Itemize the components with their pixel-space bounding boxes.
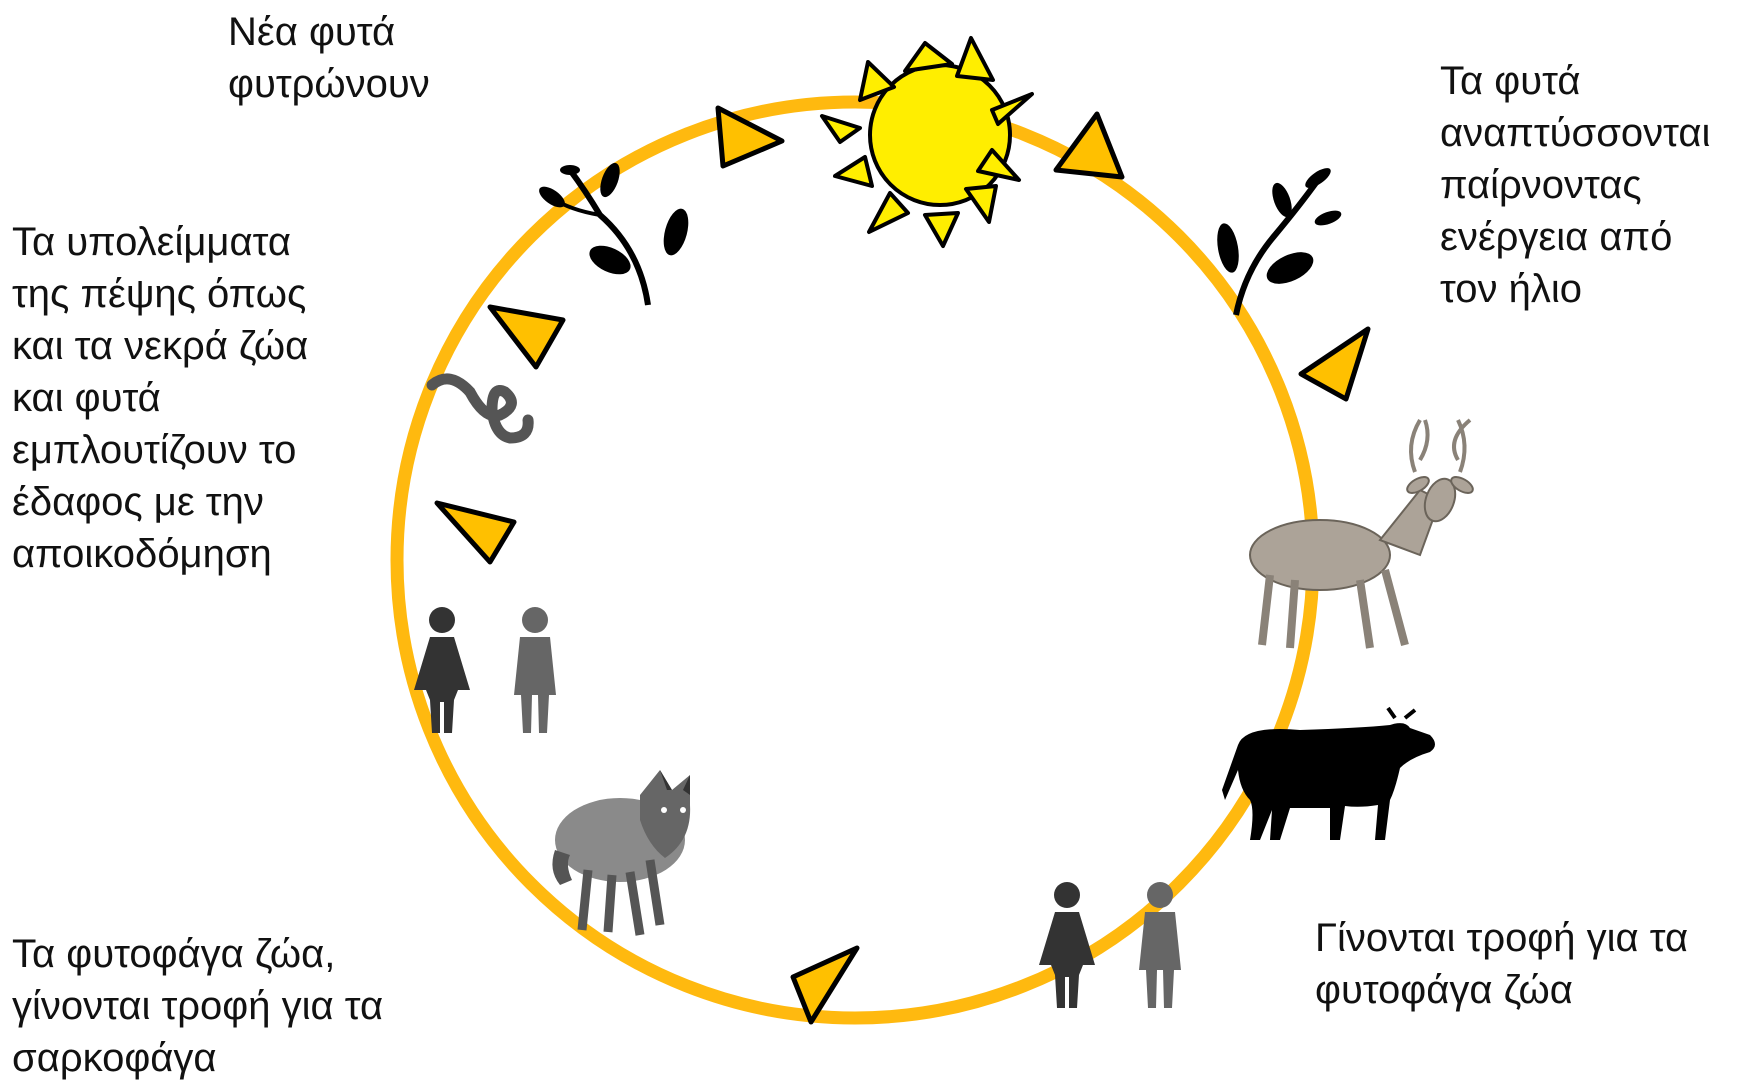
label-new-plants: Νέα φυτά φυτρώνουν — [228, 10, 430, 106]
plant-icon — [539, 162, 689, 306]
label-decomposition: Τα υπολείμματα της πέψης όπως και τα νεκ… — [12, 220, 309, 576]
arrow-icon — [1053, 111, 1125, 180]
arrow-icon — [715, 105, 785, 169]
plant-icon — [1217, 168, 1342, 316]
arrow-icon — [487, 304, 566, 370]
deer-icon — [1249, 418, 1474, 649]
cow-icon — [1222, 706, 1435, 840]
wolf-icon — [552, 770, 691, 936]
worm-icon — [426, 373, 534, 444]
people-icon — [1039, 882, 1181, 1008]
label-food-herbivores: Γίνονται τροφή για τα φυτοφάγα ζώα — [1315, 916, 1689, 1012]
arrow-icon — [790, 945, 860, 1025]
sun-icon — [820, 36, 1034, 248]
label-herbivores-food-carnivores: Τα φυτοφάγα ζώα, γίνονται τροφή για τα σ… — [12, 932, 384, 1080]
label-plants-grow: Τα φυτά αναπτύσσονται παίρνοντας ενέργει… — [1440, 59, 1711, 311]
arrow-icon — [434, 500, 517, 565]
cycle-arrows — [434, 105, 1371, 1025]
cycle-ring — [390, 95, 1320, 1025]
people-icon — [414, 607, 556, 733]
arrow-icon — [1298, 326, 1371, 402]
